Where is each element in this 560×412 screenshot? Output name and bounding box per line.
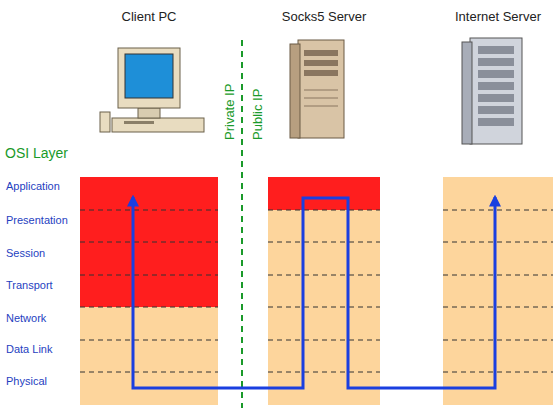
socks-red-layer — [268, 177, 380, 210]
ip-label: Private IP — [222, 84, 237, 140]
osi-stack: Client PC — [80, 177, 218, 405]
internet-stack — [443, 177, 553, 405]
layer-name: Transport — [6, 279, 53, 291]
layer-name: Presentation — [6, 214, 68, 226]
client-stack — [80, 177, 218, 405]
column-heading: Client PC — [122, 9, 177, 24]
pc-icon — [100, 48, 204, 132]
layer-name: Application — [6, 180, 60, 192]
osi-stack: Internet Server — [443, 177, 553, 405]
layer-name: Network — [6, 312, 46, 324]
osi-stack: Socks5 Server — [268, 177, 380, 405]
column-heading: Socks5 Server — [282, 9, 367, 24]
ip-divider — [241, 40, 243, 408]
socks-stack — [268, 177, 380, 405]
layer-dividers — [80, 210, 553, 372]
axis-title: OSI Layer — [5, 145, 68, 161]
client-red-layers — [80, 177, 218, 307]
data-path-arrow — [324, 197, 495, 388]
data-path-arrow — [133, 197, 324, 388]
column-heading: Internet Server — [455, 9, 541, 24]
rack-server-icon — [462, 38, 522, 144]
tower-server-icon — [290, 40, 344, 138]
layer-name: Physical — [6, 375, 47, 387]
layer-name: Data Link — [6, 343, 52, 355]
layer-name: Session — [6, 247, 45, 259]
ip-label: Public IP — [250, 89, 265, 140]
